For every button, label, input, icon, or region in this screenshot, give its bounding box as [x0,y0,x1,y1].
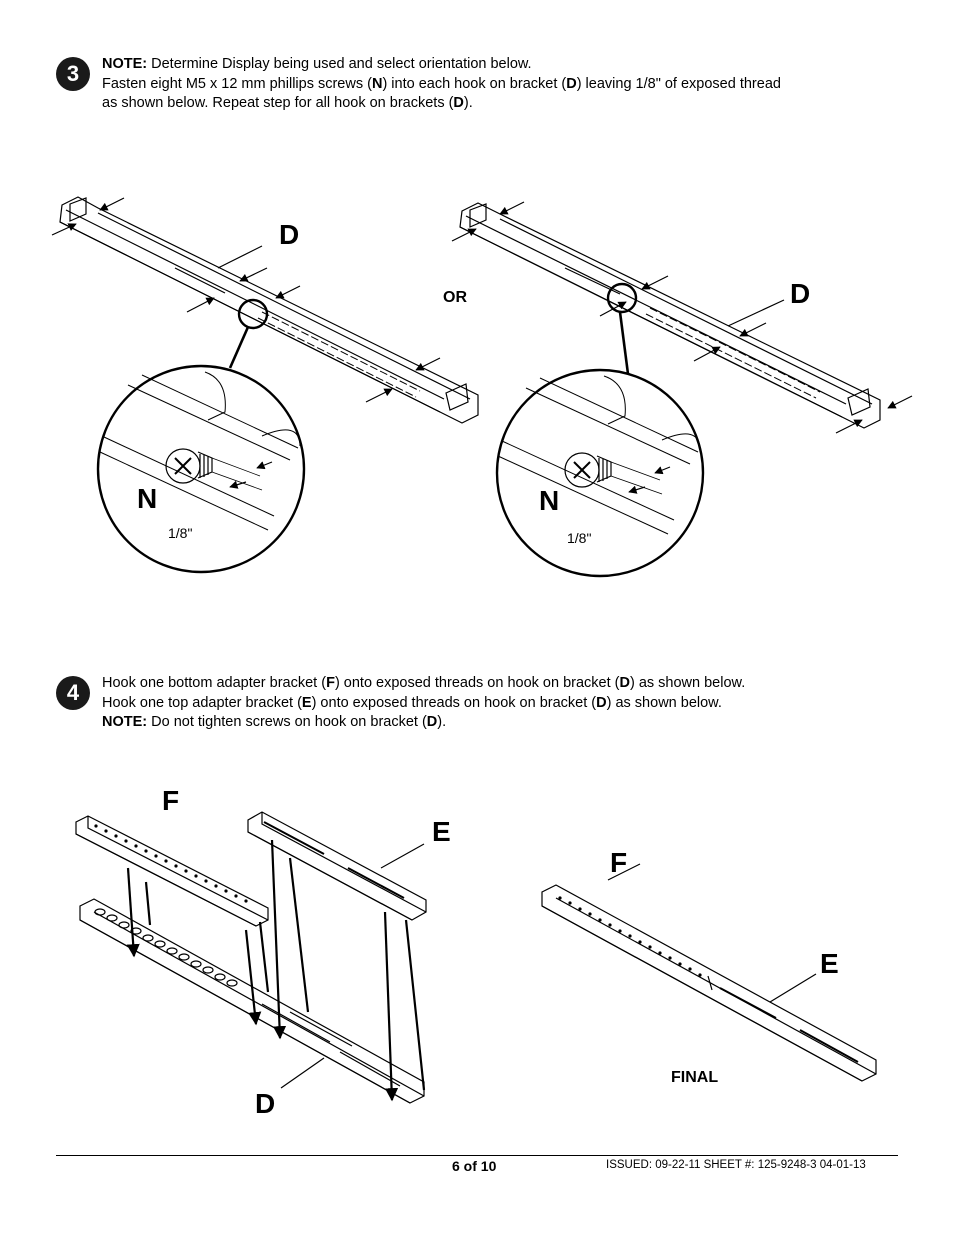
dimension-label-left: 1/8" [168,525,193,541]
screw-arrows-left [51,197,441,403]
note-label: NOTE: [102,56,148,72]
label-d-left: D [279,219,300,250]
text-fragment: ). [463,95,473,111]
leader-d [280,1057,325,1089]
bracket-d-right [459,202,881,429]
text-fragment: Hook one top adapter bracket ( [102,694,302,711]
label-n-right: N [539,485,560,516]
dimension-arrows-left [229,461,273,489]
text-fragment: ) onto exposed threads on hook on bracke… [334,675,620,691]
dimension-label-right: 1/8" [567,530,592,546]
part-ref: D [453,95,464,111]
label-e-final: E [820,948,839,979]
part-ref: D [566,75,577,92]
text-fragment: ) as shown below. [606,694,722,711]
step-3-instructions: NOTE: Determine Display being used and s… [102,55,862,114]
final-label: FINAL [671,1069,719,1086]
text-fragment: Do not tighten screws on hook on bracket… [147,714,427,730]
label-d-right: D [790,278,811,309]
leader-f-final [607,863,641,881]
final-assembly [541,884,877,1082]
step-4-instructions: Hook one bottom adapter bracket (F) onto… [102,674,862,733]
label-f-final: F [610,847,628,878]
detail-callout-right [606,282,638,314]
part-ref: D [596,694,607,711]
leader-e [380,843,425,869]
step-3-diagram [51,196,913,578]
leader-d-right [727,299,785,327]
part-ref: E [301,694,312,711]
text-fragment: ). [437,714,447,730]
leader-d-left [217,245,263,269]
step-number: 4 [66,680,80,705]
part-ref: N [371,75,383,92]
step-3-badge: 3 [56,57,90,91]
part-ref: D [619,675,630,691]
bracket-f [75,815,269,927]
or-label: OR [443,289,467,306]
text-fragment: Hook one bottom adapter bracket ( [102,675,327,691]
screw-n-left [165,448,213,484]
footer-divider [56,1155,898,1156]
label-e: E [432,816,451,847]
detail-callout-left [237,298,269,330]
part-ref: F [326,675,335,691]
text-fragment: Fasten eight M5 x 12 mm phillips screws … [102,75,372,92]
part-ref: D [426,714,438,730]
screw-n-right [564,452,612,488]
dimension-arrows-right [628,466,671,494]
text-fragment: ) into each hook on bracket ( [382,75,567,92]
text-fragment: as shown below. Repeat step for all hook… [102,95,454,111]
bracket-e [247,811,427,921]
detail-circle-right [495,368,705,578]
text-fragment: ) onto exposed threads on hook on bracke… [311,694,597,711]
note-text: Determine Display being used and select … [147,56,532,72]
leader-e-final [769,973,817,1003]
assembly-arrows [126,839,399,1102]
label-f: F [162,785,180,816]
issued-sheet-info: ISSUED: 09-22-11 SHEET #: 125-9248-3 04-… [606,1159,866,1171]
label-d: D [255,1088,276,1119]
note-label: NOTE: [102,714,148,730]
text-fragment: ) as shown below. [629,675,746,691]
bracket-d [79,898,425,1104]
step-4-badge: 4 [56,676,90,710]
screw-arrows-right [451,201,913,434]
text-fragment: ) leaving 1/8" of exposed thread [576,75,781,92]
detail-circle-left [96,364,306,574]
bracket-d-left [59,196,479,424]
label-n-left: N [137,483,158,514]
page-number: 6 of 10 [452,1158,497,1174]
step-number: 3 [66,61,80,86]
